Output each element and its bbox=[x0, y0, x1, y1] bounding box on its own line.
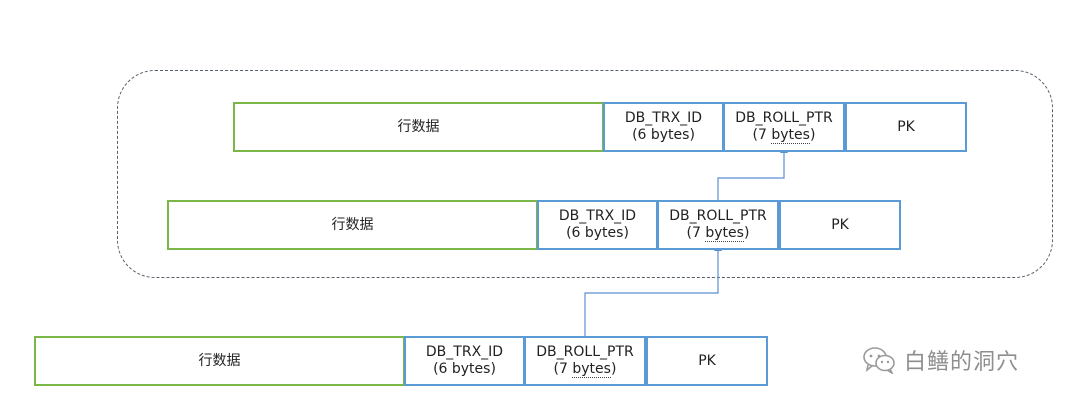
wechat-icon bbox=[863, 347, 895, 374]
watermark: 白鳝的洞穴 bbox=[862, 340, 1019, 380]
row1-pk: PK bbox=[845, 102, 967, 152]
row3-pk: PK bbox=[646, 336, 768, 386]
row2-roll-size-close: ) bbox=[743, 225, 750, 241]
row3-roll-size-close: ) bbox=[610, 361, 617, 377]
row1-trx-id: DB_TRX_ID(6 bytes) bbox=[603, 102, 724, 152]
row3-roll-size-open: (7 bbox=[553, 361, 573, 377]
undo-log-group-border bbox=[117, 70, 1053, 278]
row2-trx-id: DB_TRX_ID(6 bytes) bbox=[537, 200, 658, 250]
row2-pk: PK bbox=[779, 200, 901, 250]
row3-roll-size-word: bytes bbox=[572, 361, 611, 378]
row2-roll-size-word: bytes bbox=[705, 225, 744, 242]
row2-roll-ptr-label: DB_ROLL_PTR bbox=[669, 208, 767, 224]
row1-roll-ptr: DB_ROLL_PTR (7 bytes) bbox=[723, 102, 845, 152]
watermark-text: 白鳝的洞穴 bbox=[904, 350, 1020, 375]
row2-row-data: 行数据 bbox=[167, 200, 538, 250]
row1-trx-id-label: DB_TRX_ID bbox=[624, 110, 703, 126]
row1-roll-size-close: ) bbox=[809, 127, 816, 143]
row3-roll-ptr: DB_ROLL_PTR (7 bytes) bbox=[524, 336, 646, 386]
row1-roll-ptr-label: DB_ROLL_PTR bbox=[735, 110, 833, 126]
row2-trx-id-size: (6 bytes) bbox=[566, 225, 629, 241]
row3-row-data: 行数据 bbox=[34, 336, 405, 386]
arrow-row3-to-row2 bbox=[584, 243, 722, 336]
row1-trx-id-size: (6 bytes) bbox=[632, 127, 695, 143]
row1-roll-size-word: bytes bbox=[771, 127, 810, 144]
row3-trx-id: DB_TRX_ID(6 bytes) bbox=[404, 336, 525, 386]
row2-trx-id-label: DB_TRX_ID bbox=[558, 208, 637, 224]
row3-trx-id-size: (6 bytes) bbox=[433, 361, 496, 377]
row1-row-data: 行数据 bbox=[233, 102, 604, 152]
row3-trx-id-label: DB_TRX_ID bbox=[425, 344, 504, 360]
row2-roll-size-open: (7 bbox=[686, 225, 706, 241]
arrow-row2-to-row1 bbox=[717, 145, 788, 200]
row2-roll-ptr: DB_ROLL_PTR (7 bytes) bbox=[657, 200, 779, 250]
row3-roll-ptr-label: DB_ROLL_PTR bbox=[536, 344, 634, 360]
row1-roll-size-open: (7 bbox=[752, 127, 772, 143]
